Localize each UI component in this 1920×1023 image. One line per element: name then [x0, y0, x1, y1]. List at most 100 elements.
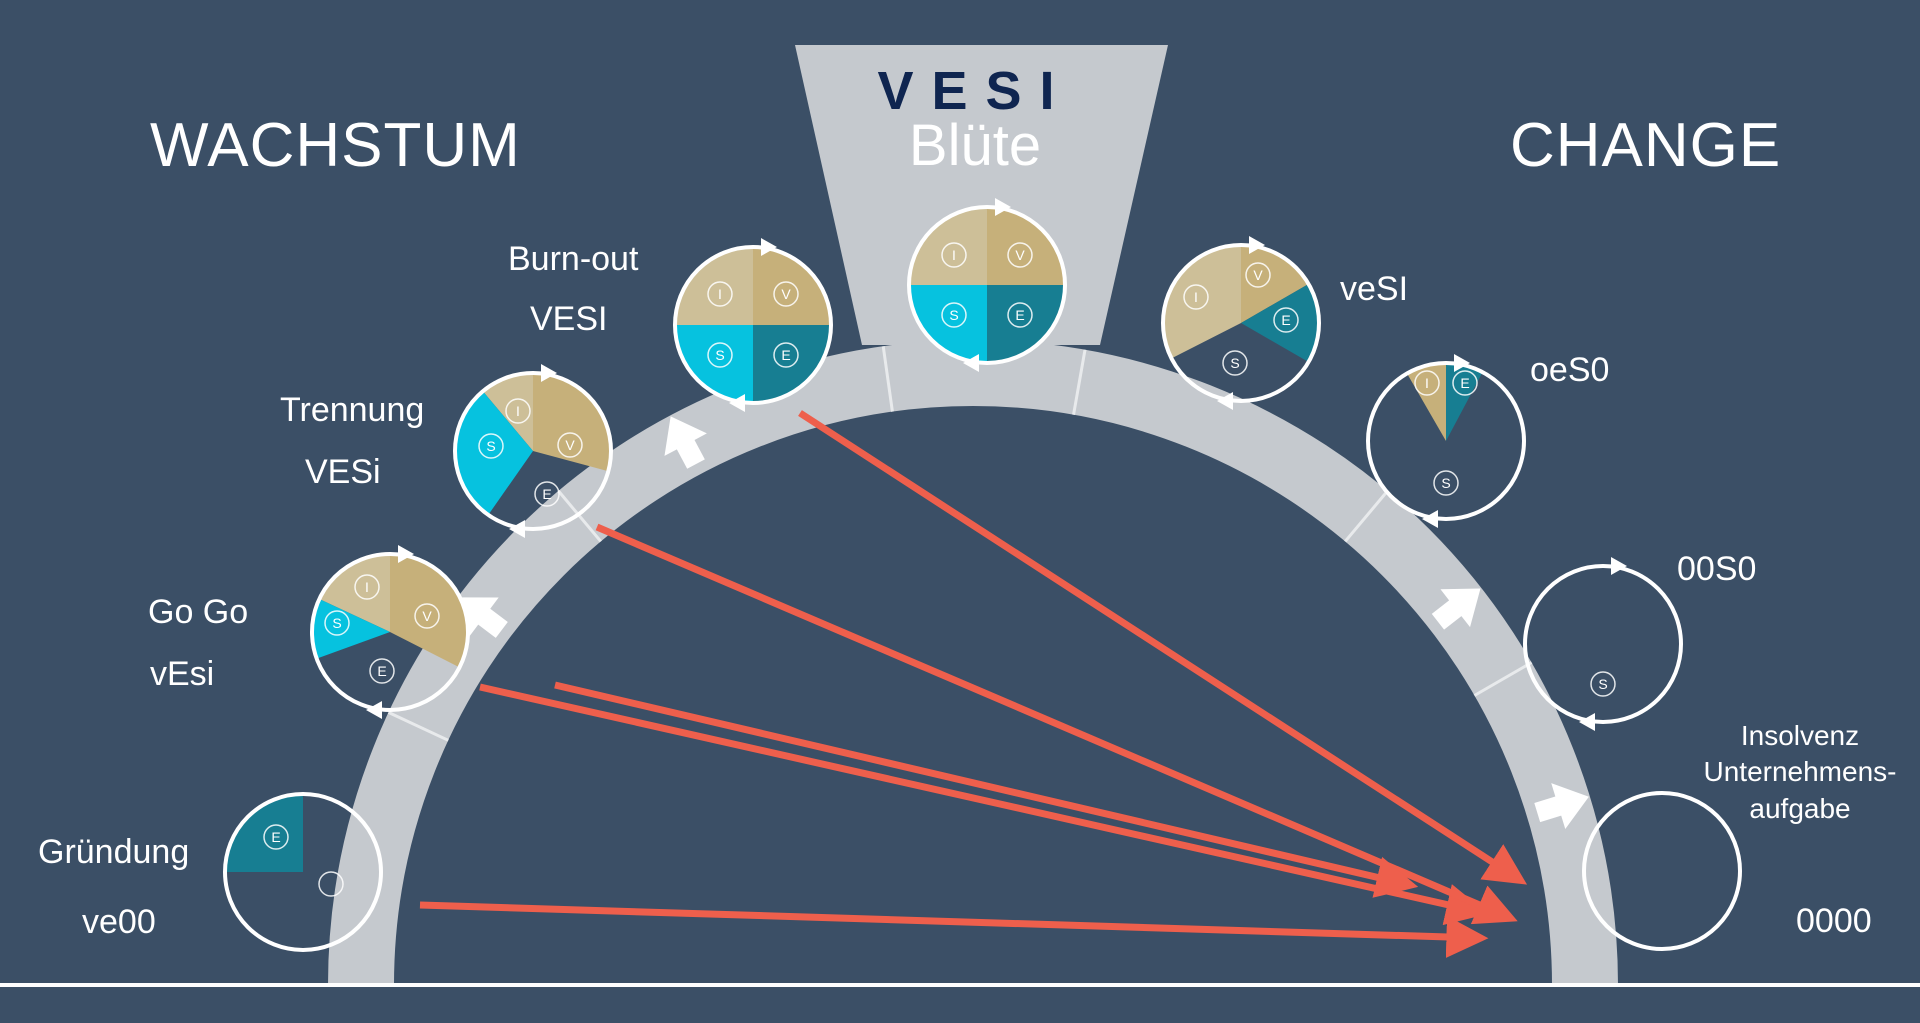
decline-arrow — [554, 681, 1419, 898]
stage-circle-gruendung: E — [223, 792, 383, 952]
arrow-shape — [1534, 783, 1589, 830]
cycle-arrowhead — [1611, 557, 1627, 575]
stage-label-gogo: Go Go — [148, 593, 249, 631]
stage-code-gruendung: ve00 — [82, 903, 156, 941]
letter-badge — [557, 432, 583, 458]
letter-badge-text: V — [422, 608, 432, 624]
pie-segment — [909, 207, 987, 285]
cycle-arrowhead — [963, 354, 979, 372]
stage-code-insolvenz: 0000 — [1796, 902, 1872, 940]
letter-badge-text: V — [1015, 247, 1025, 263]
cycle-arrowhead — [509, 520, 525, 538]
cycle-arrowhead — [398, 545, 414, 563]
pie-segment — [533, 373, 611, 472]
arc-tick — [387, 711, 449, 742]
stage-circle-oes0: I E S — [1366, 354, 1526, 528]
decline-arrow — [798, 410, 1528, 885]
bluete-code: VESI — [877, 61, 1073, 121]
decline-arrows — [419, 410, 1528, 958]
cycle-arrowhead — [366, 701, 382, 719]
letter-badge — [478, 433, 504, 459]
pie-segment — [753, 325, 831, 403]
letter-badge — [369, 658, 395, 684]
circle-outline — [907, 205, 1067, 365]
circle-outline — [1161, 243, 1321, 403]
lifecycle-arc — [328, 340, 1618, 986]
letter-badge-text: E — [1281, 312, 1290, 328]
pie-segment — [312, 599, 390, 659]
progression-arrows — [458, 416, 1589, 830]
letter-badge — [773, 342, 799, 368]
arrow-shape — [458, 597, 508, 638]
letter-badge — [941, 242, 967, 268]
letter-badge — [941, 302, 967, 328]
stage-code-burnout: VESI — [530, 300, 608, 338]
letter-badge-text: S — [715, 347, 724, 363]
letter-badge-text: I — [1425, 375, 1429, 391]
pie-segment — [1446, 363, 1483, 441]
letter-badge — [1222, 350, 1248, 376]
letter-badge — [1590, 671, 1616, 697]
letter-badge-text: E — [377, 663, 386, 679]
letter-badge-text: V — [565, 437, 575, 453]
arrow-shape — [1431, 588, 1481, 630]
decline-arrow — [595, 523, 1518, 925]
letter-badge-text: E — [781, 347, 790, 363]
cycle-arrowhead — [541, 364, 557, 382]
letter-badge — [263, 824, 289, 850]
pie-segment — [455, 391, 533, 515]
letter-badge-text: E — [271, 829, 280, 845]
arc-ticks — [387, 346, 1533, 742]
letter-badge-text: E — [542, 486, 551, 502]
letter-badge — [1414, 370, 1440, 396]
heading-change: CHANGE — [1510, 111, 1782, 180]
stage-code-trennung: VESi — [305, 453, 381, 491]
cycle-arrowhead — [1454, 354, 1470, 372]
decline-arrow — [419, 901, 1489, 958]
stage-label-burnout: Burn-out — [508, 240, 639, 278]
bluete-trapezoid — [795, 45, 1168, 345]
cycle-arrowhead — [1249, 236, 1265, 254]
cycle-arrowhead — [1579, 713, 1595, 731]
letter-badge — [1007, 242, 1033, 268]
insolvenz-line-2: Unternehmens- — [1703, 756, 1897, 788]
stage-label-gruendung: Gründung — [38, 833, 190, 871]
pie-segment — [319, 554, 390, 632]
letter-badge-text: S — [949, 307, 958, 323]
circle-outline — [1523, 564, 1683, 724]
letter-badge — [354, 574, 380, 600]
pie-segment — [987, 207, 1065, 285]
cycle-arrowhead — [761, 238, 777, 256]
letter-badge — [505, 398, 531, 424]
stage-label-trennung: Trennung — [280, 391, 425, 429]
letter-badge — [707, 281, 733, 307]
letter-badge-text: S — [1441, 475, 1450, 491]
circle-outline — [310, 552, 470, 712]
pie-segment — [1163, 245, 1241, 323]
arc-tick — [1072, 349, 1087, 416]
stage-code-gogo: vEsi — [150, 655, 215, 693]
pie-segment — [987, 285, 1065, 363]
progression-arrow — [458, 597, 508, 638]
letter-badge-text: I — [1194, 289, 1198, 305]
arc-tick — [557, 489, 602, 543]
progression-arrow — [664, 416, 707, 469]
decline-arrow — [479, 683, 1489, 926]
letter-badge-text: E — [1460, 375, 1469, 391]
letter-badge-text: I — [952, 247, 956, 263]
pie-segment — [482, 373, 533, 451]
cycle-arrowhead — [995, 198, 1011, 216]
letter-badge-text: I — [718, 286, 722, 302]
stage-code-oes0: oeS0 — [1530, 351, 1610, 389]
cycle-arrowhead — [1422, 510, 1438, 528]
pie-segment — [1241, 284, 1319, 362]
pie-segment — [675, 325, 753, 403]
letter-badge — [1273, 307, 1299, 333]
letter-badge — [1433, 470, 1459, 496]
